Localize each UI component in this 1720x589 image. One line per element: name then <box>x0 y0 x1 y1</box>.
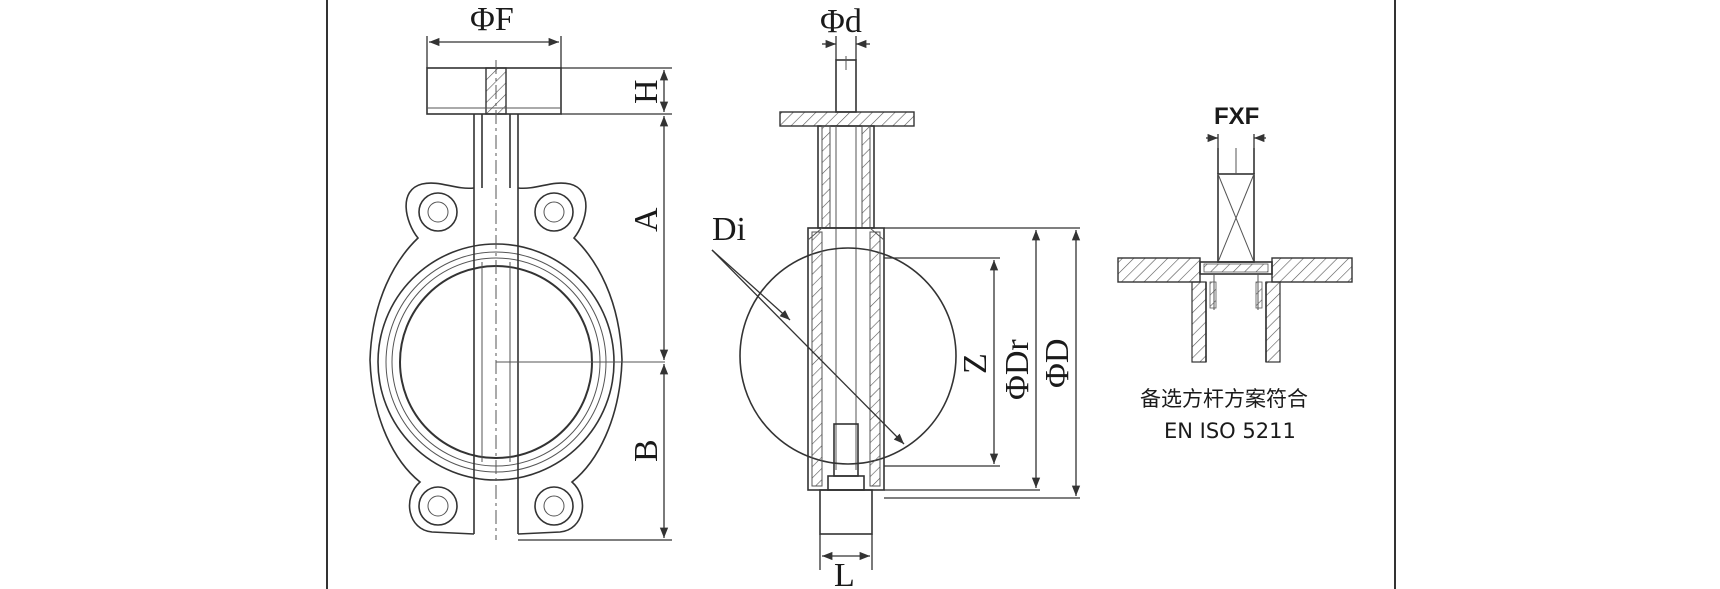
label-phiDr: ΦDr <box>999 339 1036 400</box>
label-FXF: FXF <box>1214 103 1259 130</box>
label-Z: Z <box>957 353 994 374</box>
note-line-2: EN ISO 5211 <box>1164 419 1296 443</box>
fxf-flange-left <box>1117 257 1201 283</box>
valve-neck <box>473 114 519 188</box>
fxf-flange-right <box>1271 257 1353 283</box>
front-view: ΦF H A B <box>369 1 672 541</box>
label-phid: Φd <box>820 3 862 40</box>
label-Di: Di <box>712 211 746 248</box>
label-A: A <box>628 207 665 232</box>
note-line-1: 备选方杆方案符合 <box>1140 387 1308 411</box>
disc <box>739 247 957 465</box>
label-H: H <box>628 79 665 104</box>
label-L: L <box>834 557 855 589</box>
label-B: B <box>628 439 665 462</box>
body-outline <box>369 182 623 535</box>
leader-Di <box>711 249 905 445</box>
side-top-flange <box>779 111 915 127</box>
label-phiD: ΦD <box>1039 339 1076 388</box>
fxf-detail: FXF 备选方杆方案符合 EN ISO 5211 <box>1117 103 1353 443</box>
side-view: L Φd Di Z ΦDr ΦD <box>711 3 1081 589</box>
label-phiF: ΦF <box>470 1 514 38</box>
